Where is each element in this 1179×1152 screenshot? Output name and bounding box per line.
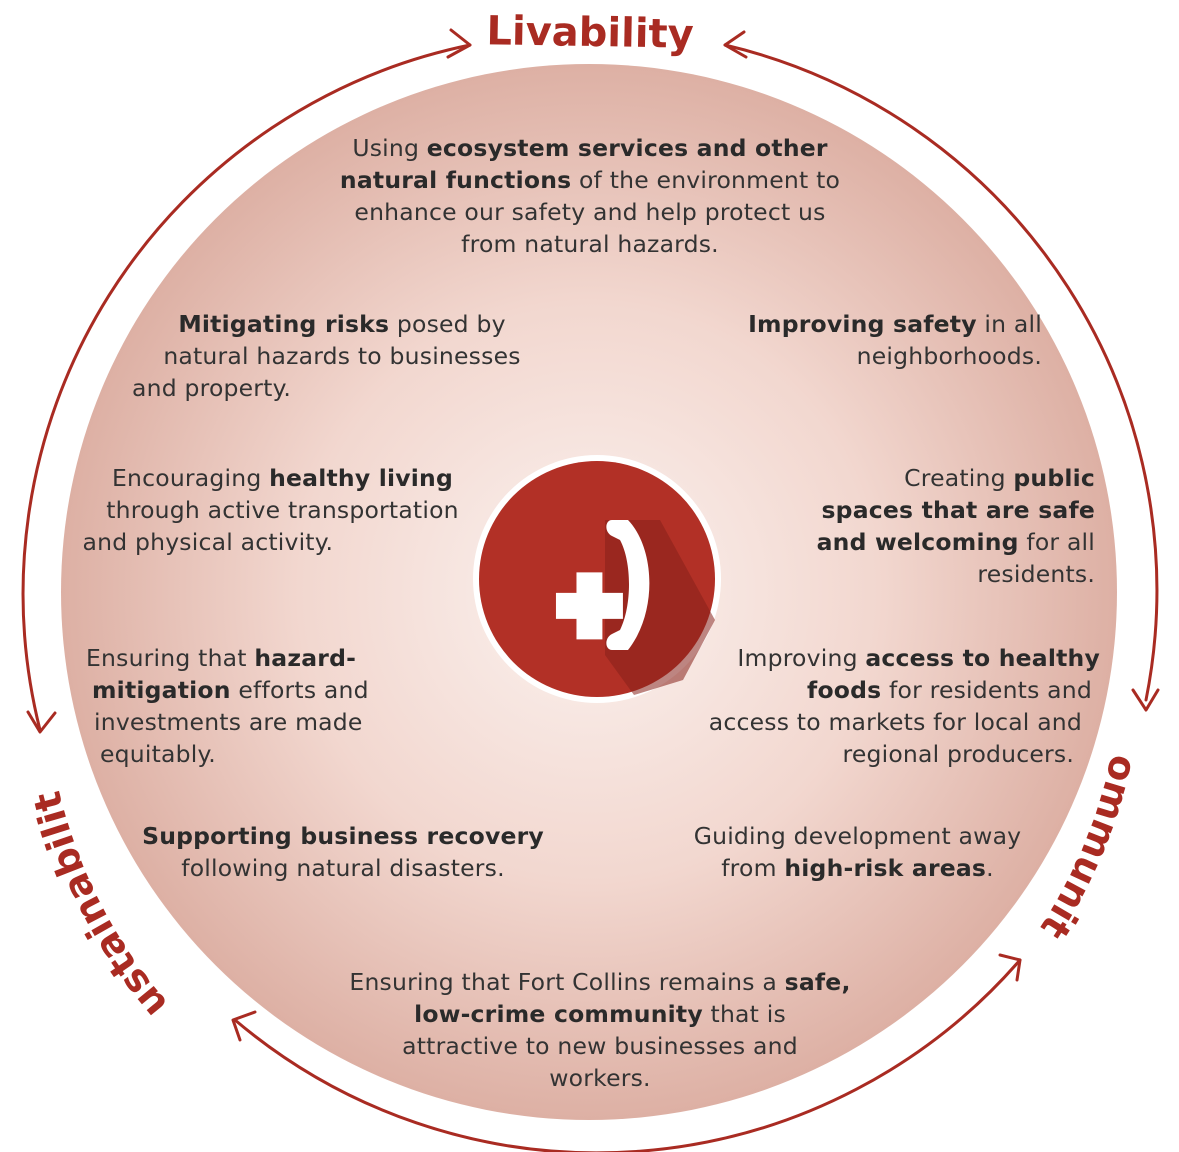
arrow-head-right: [1131, 688, 1160, 712]
arrow-head-top-left: [446, 28, 472, 59]
label-livability: Livability: [486, 8, 694, 58]
emergency-icon: [473, 455, 721, 703]
blurb-healthy-living: Encouraging healthy living through activ…: [82, 464, 459, 556]
arrow-head-bottom-left: [231, 1010, 257, 1042]
blurb-hazard-mitigation: Ensuring that hazard- mitigation efforts…: [86, 644, 369, 768]
blurb-safe-community: Ensuring that Fort Collins remains a saf…: [349, 968, 851, 1092]
arrow-arc-bottom: [233, 958, 1022, 1152]
blurb-mitigating-risks: Mitigating risks posed by natural hazard…: [132, 310, 521, 402]
arrow-arc-top-right: [723, 43, 1159, 702]
plus-cross-icon: [555, 572, 623, 640]
arrow-arc-top-left: [21, 43, 472, 732]
blurb-business-recovery: Supporting business recovery following n…: [142, 822, 544, 882]
blurb-guiding-development: Guiding development away from high-risk …: [693, 822, 1022, 882]
blurb-public-spaces: Creating public spaces that are safe and…: [816, 464, 1095, 588]
blurb-improving-safety: Improving safety in all neighborhoods.: [748, 310, 1042, 370]
arrow-head-bottom-right: [998, 953, 1022, 982]
blurb-healthy-foods: Improving access to healthy foods for re…: [708, 644, 1100, 768]
arrow-head-top-right: [723, 30, 748, 59]
blurb-ecosystem-services: Using ecosystem services and other natur…: [339, 134, 841, 258]
phone-handset-icon: [606, 520, 650, 650]
arrow-head-left: [26, 710, 57, 734]
